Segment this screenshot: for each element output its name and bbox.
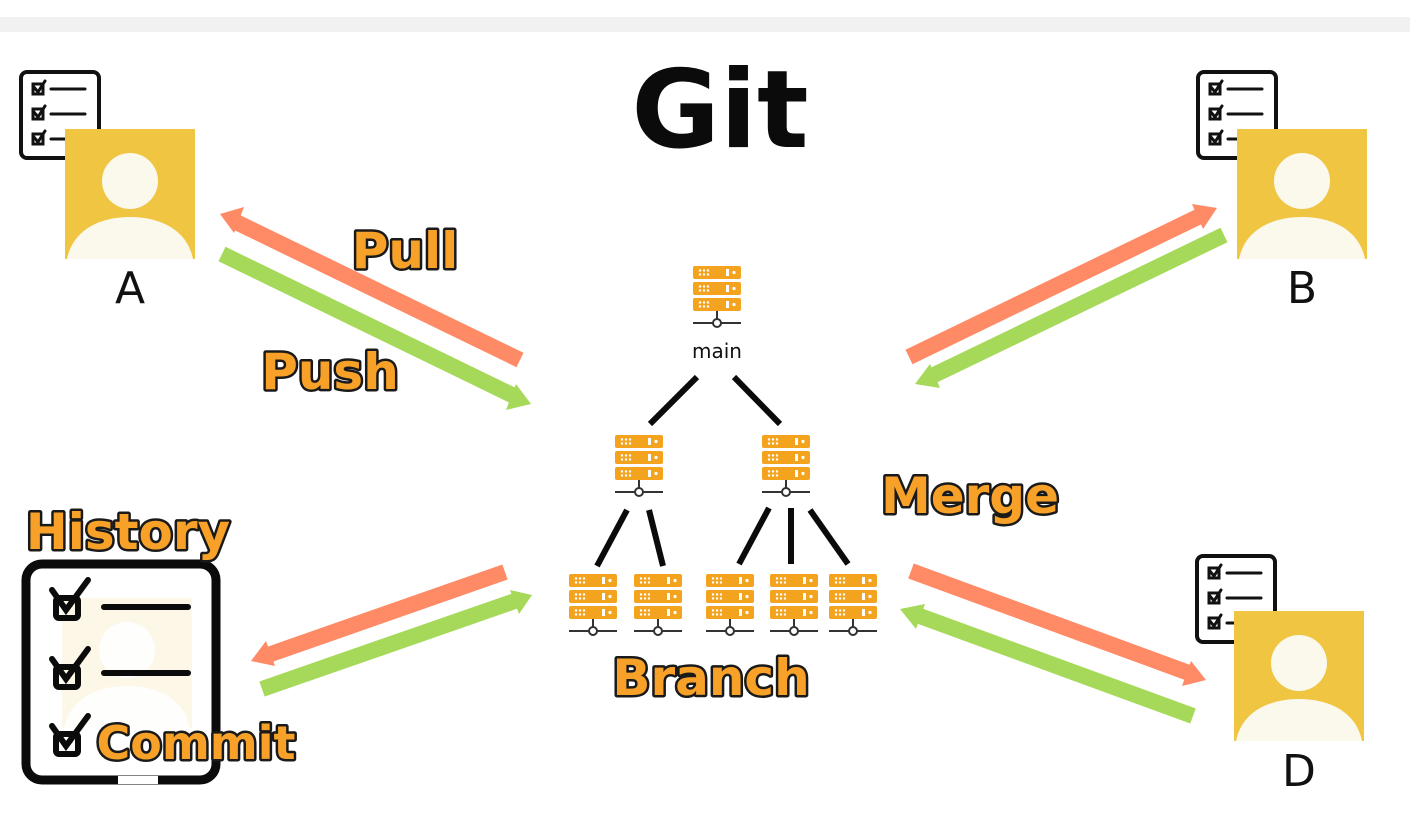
server-branch-right — [761, 434, 811, 497]
push-arrow-history — [259, 590, 532, 697]
callout-history: History — [26, 503, 230, 561]
server-branch-left — [614, 434, 664, 497]
user-b: B — [1196, 70, 1367, 314]
user-avatar-icon — [1237, 129, 1367, 259]
arrows — [218, 204, 1228, 724]
callout-merge: Merge — [881, 467, 1059, 525]
user-d: D — [1195, 554, 1364, 797]
server-main-label: main — [692, 339, 742, 363]
push-arrow-a — [218, 246, 531, 410]
callout-push: Push — [261, 343, 399, 401]
push-arrow-b — [915, 227, 1228, 388]
callout-commit: Commit — [97, 716, 296, 770]
history-checklist — [21, 559, 221, 785]
user-avatar-icon — [1234, 611, 1364, 741]
server-leaf-3 — [705, 573, 755, 636]
top-strip — [0, 0, 1410, 32]
server-leaf-5 — [828, 573, 878, 636]
page-title: Git — [631, 48, 808, 173]
user-label-b: B — [1287, 263, 1317, 314]
server-leaf-1 — [568, 573, 618, 636]
pull-arrow-a — [220, 207, 524, 368]
user-label-d: D — [1282, 746, 1316, 797]
pull-arrow-b — [905, 204, 1217, 365]
user-label-a: A — [115, 263, 145, 314]
server-leaf-4 — [769, 573, 819, 636]
server-main — [692, 265, 742, 328]
user-avatar-icon-faded — [62, 598, 192, 728]
user-avatar-icon — [65, 129, 195, 259]
tree-connectors — [594, 374, 851, 568]
pull-arrow-history — [251, 564, 508, 666]
pull-arrow-d — [908, 563, 1206, 686]
user-a: A — [19, 70, 195, 314]
push-arrow-d — [900, 604, 1196, 724]
server-leaf-2 — [633, 573, 683, 636]
callout-branch: Branch — [612, 649, 809, 707]
callout-pull: Pull — [352, 222, 459, 280]
